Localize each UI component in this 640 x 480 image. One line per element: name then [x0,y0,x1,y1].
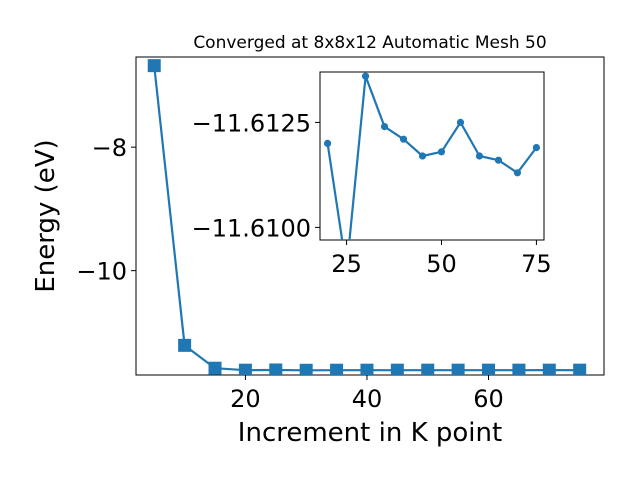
main-data-point [451,363,465,375]
main-x-tick-label: 40 [352,385,383,413]
inset-y-axis-ticks: −11.6125 −11.6100 [192,109,320,242]
inset-data-point [532,144,541,152]
inset-y-tick-label: −11.6100 [192,214,311,242]
main-y-axis-ticks: −10 −8 [76,134,136,286]
x-axis-label: Increment in K point [238,418,502,448]
inset-chart: 25 50 75 −11.6125 −11.6100 [192,71,552,278]
inset-data-point [475,152,484,160]
main-data-point [542,363,556,375]
main-data-point [512,363,526,375]
inset-plot-frame [319,71,545,241]
chart-title: Converged at 8x8x12 Automatic Mesh 50 [193,33,546,53]
inset-data-point [361,72,370,80]
main-y-tick-label: −10 [76,258,127,286]
main-data-point [360,363,374,375]
inset-data-point [437,148,446,156]
inset-x-tick-label: 75 [521,250,552,278]
main-data-point [269,363,283,375]
main-data-point [330,363,344,375]
main-data-point [573,363,587,375]
main-data-point [482,363,496,375]
main-y-tick-label: −8 [92,134,127,162]
main-chart: Converged at 8x8x12 Automatic Mesh 50 20… [31,33,605,448]
main-data-point [178,338,192,352]
inset-data-point [456,118,465,126]
inset-x-tick-label: 50 [426,250,457,278]
inset-data-point [513,169,522,177]
inset-data-point [418,152,427,160]
main-data-point [208,361,222,375]
inset-data-point [323,139,332,147]
main-data-point [299,363,313,375]
main-x-axis-ticks: 20 40 60 [230,375,504,413]
inset-data-point [380,123,389,131]
inset-series [323,72,541,240]
inset-data-point [494,156,503,164]
main-data-point [238,363,252,375]
inset-series-line [326,75,538,240]
y-axis-label: Energy (eV) [31,139,61,292]
inset-data-point [399,135,408,143]
main-x-tick-label: 20 [230,385,261,413]
main-data-point [421,363,435,375]
main-series [147,59,587,375]
inset-x-tick-label: 25 [331,250,362,278]
inset-x-axis-ticks: 25 50 75 [331,240,552,278]
inset-y-tick-label: −11.6125 [192,109,311,137]
main-x-tick-label: 60 [473,385,504,413]
main-data-point [147,59,161,73]
main-data-point [390,363,404,375]
